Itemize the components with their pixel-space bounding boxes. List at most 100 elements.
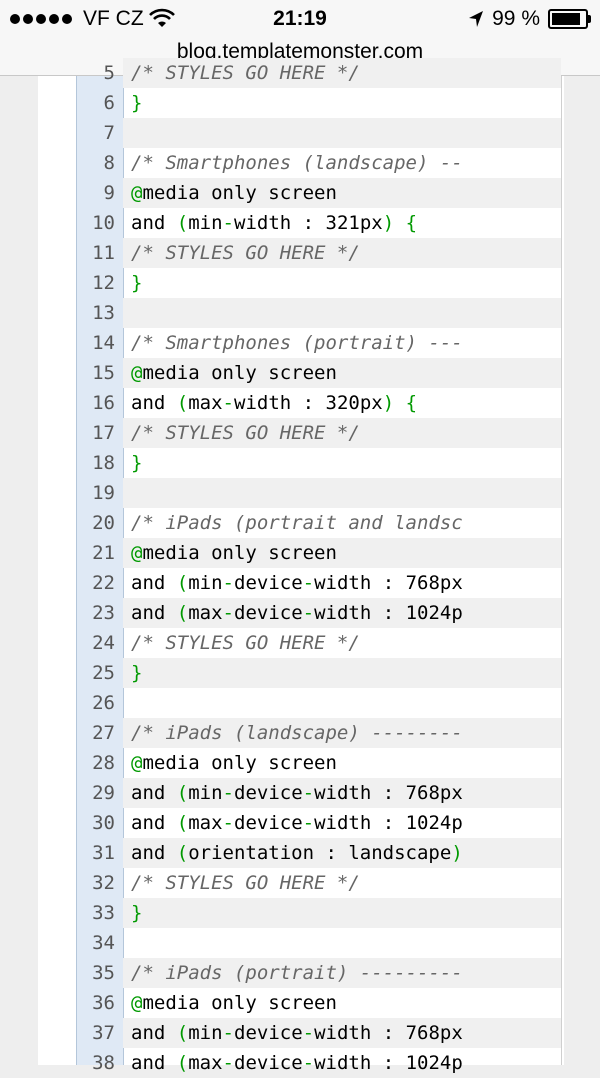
code-line: 36 @media only screen <box>77 988 561 1018</box>
line-number: 18 <box>92 452 115 474</box>
battery-percent: 99 % <box>492 7 540 30</box>
signal-dots-icon <box>10 14 72 24</box>
carrier-name: VF CZ <box>83 7 144 30</box>
code-text <box>123 478 561 508</box>
line-number: 35 <box>92 962 115 984</box>
code-line: 7 <box>77 118 561 148</box>
line-number: 16 <box>92 392 115 414</box>
code-line: 10 and (min-width : 321px) { <box>77 208 561 238</box>
line-number: 10 <box>92 212 115 234</box>
code-text: } <box>123 658 561 688</box>
code-line: 22 and (min-device-width : 768px <box>77 568 561 598</box>
code-text: @media only screen <box>123 178 561 208</box>
line-number: 30 <box>92 812 115 834</box>
line-number: 17 <box>92 422 115 444</box>
code-text: /* Smartphones (portrait) --- <box>131 332 463 354</box>
code-line: 18} <box>77 448 561 478</box>
code-text: and (max-device-width : 1024p <box>123 598 561 628</box>
line-number: 12 <box>92 272 115 294</box>
code-line: 21 @media only screen <box>77 538 561 568</box>
code-text: and (min-device-width : 768px <box>123 1018 561 1048</box>
code-line: 5 /* STYLES GO HERE */ <box>77 58 561 88</box>
line-number: 24 <box>92 632 115 654</box>
line-number: 5 <box>103 62 115 84</box>
line-number: 20 <box>92 512 115 534</box>
line-number: 6 <box>103 92 115 114</box>
code-text: /* iPads (portrait) --------- <box>123 958 561 988</box>
code-text: /* iPads (portrait and landsc <box>131 512 463 534</box>
line-number: 8 <box>103 152 115 174</box>
code-line: 19 <box>77 478 561 508</box>
code-line: 16 and (max-width : 320px) { <box>77 388 561 418</box>
line-number: 21 <box>92 542 115 564</box>
code-line: 11 /* STYLES GO HERE */ <box>77 238 561 268</box>
line-number: 26 <box>92 692 115 714</box>
line-number: 33 <box>92 902 115 924</box>
code-text: @media only screen <box>123 358 561 388</box>
location-arrow-icon <box>469 11 484 27</box>
code-line: 15 @media only screen <box>77 358 561 388</box>
code-line: 28 @media only screen <box>77 748 561 778</box>
right-status: 99 % <box>468 7 591 31</box>
status-bar: VF CZ 21:19 99 % blog.templatemonster.co… <box>0 0 600 76</box>
code-text <box>123 928 561 958</box>
line-number: 11 <box>92 242 115 264</box>
line-number: 7 <box>103 122 115 144</box>
code-line: 25} <box>77 658 561 688</box>
line-number: 9 <box>103 182 115 204</box>
line-number: 15 <box>92 362 115 384</box>
code-line: 6} <box>77 88 561 118</box>
carrier: VF CZ <box>10 7 175 31</box>
code-text: /* STYLES GO HERE */ <box>123 58 561 88</box>
line-number: 34 <box>92 932 115 954</box>
code-text: and (min-device-width : 768px <box>131 572 463 594</box>
code-line: 8 /* Smartphones (landscape) -- <box>77 148 561 178</box>
line-number-gutter <box>77 76 124 1065</box>
battery-fill <box>552 13 580 25</box>
code-text: /* STYLES GO HERE */ <box>131 632 360 654</box>
code-text: /* Smartphones (landscape) -- <box>131 152 463 174</box>
code-line: 35 /* iPads (portrait) --------- <box>77 958 561 988</box>
code-text: and (orientation : landscape) <box>123 838 561 868</box>
code-line: 34 <box>77 928 561 958</box>
code-text: @media only screen <box>131 752 337 774</box>
line-number: 19 <box>92 482 115 504</box>
line-number: 28 <box>92 752 115 774</box>
code-text: } <box>131 272 143 294</box>
battery-icon <box>548 9 591 29</box>
code-line: 17/* STYLES GO HERE */ <box>77 418 561 448</box>
code-text <box>123 298 561 328</box>
url-bar[interactable]: blog.templatemonster.com <box>176 40 424 63</box>
line-number: 13 <box>92 302 115 324</box>
code-text: @media only screen <box>131 992 337 1014</box>
code-line: 20 /* iPads (portrait and landsc <box>77 508 561 538</box>
line-number: 22 <box>92 572 115 594</box>
code-text: /* iPads (landscape) -------- <box>123 718 561 748</box>
code-line: 23 and (max-device-width : 1024p <box>77 598 561 628</box>
code-line: 12} <box>77 268 561 298</box>
line-number: 14 <box>92 332 115 354</box>
code-line: 33} <box>77 898 561 928</box>
code-text: /* STYLES GO HERE */ <box>123 238 561 268</box>
line-number: 23 <box>92 602 115 624</box>
code-text: and (max-width : 320px) { <box>131 392 418 414</box>
code-text: and (min-width : 321px) { <box>131 212 418 234</box>
line-number: 36 <box>92 992 115 1014</box>
line-number: 38 <box>92 1052 115 1074</box>
code-line: 9 @media only screen <box>77 178 561 208</box>
line-number: 27 <box>92 722 115 744</box>
code-text: } <box>123 898 561 928</box>
line-number: 25 <box>92 662 115 684</box>
code-text: @media only screen <box>123 538 561 568</box>
code-line: 14 /* Smartphones (portrait) --- <box>77 328 561 358</box>
code-line: 27 /* iPads (landscape) -------- <box>77 718 561 748</box>
code-text <box>123 688 561 718</box>
code-text: /* STYLES GO HERE */ <box>131 872 360 894</box>
